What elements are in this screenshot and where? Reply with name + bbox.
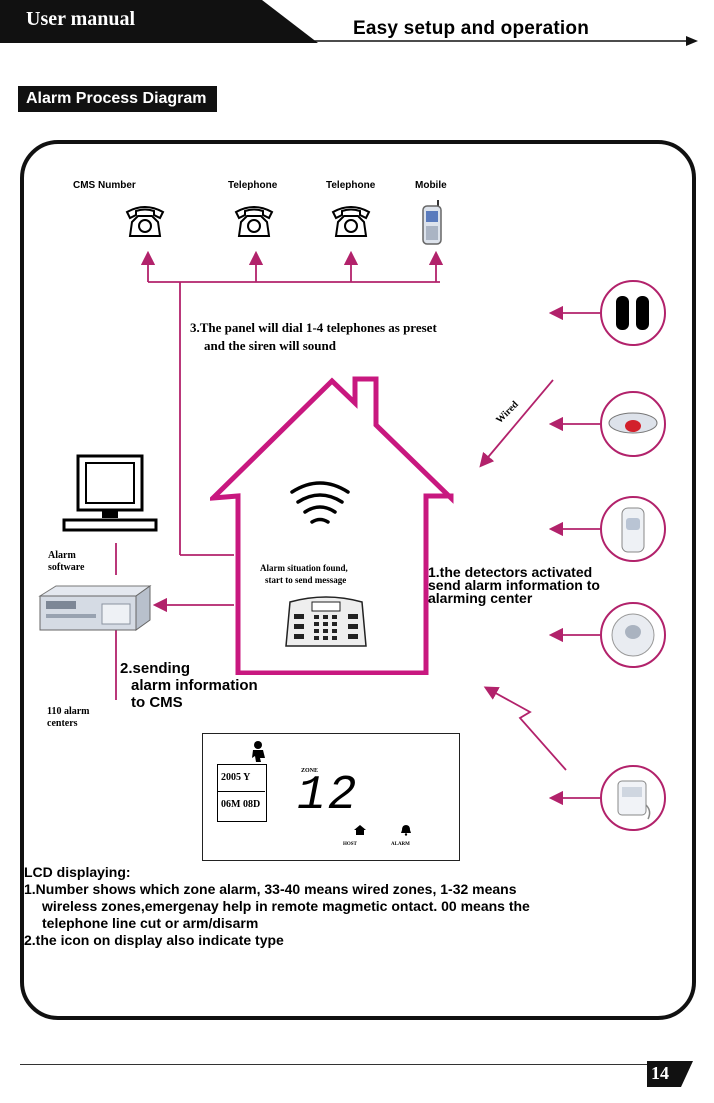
page-number: 14: [651, 1063, 669, 1083]
alarm-bell-icon: [401, 825, 411, 836]
lcd-note1-line1: 1.Number shows which zone alarm, 33-40 m…: [24, 881, 517, 897]
lcd-alarm-label: ALARM: [391, 842, 410, 847]
detector-siren: [600, 391, 666, 457]
telephone-icon: [125, 206, 165, 237]
alarm-software-line2: software: [48, 562, 85, 573]
dest-label-cms: CMS Number: [73, 180, 136, 191]
lcd-notes-heading: LCD displaying:: [24, 864, 131, 880]
manual-label: User manual: [26, 8, 136, 30]
header-arrow-line: [300, 36, 698, 46]
intruder-icon: [252, 741, 265, 762]
diagram-frame: [20, 140, 696, 1020]
dest-label-telephone-2: Telephone: [326, 180, 376, 191]
lcd-date: 06M 08D: [221, 799, 261, 810]
telephone-icon: [234, 206, 274, 237]
step1-text: 1.the detectors activated send alarm inf…: [428, 564, 600, 606]
alarm-center-line1: 110 alarm: [47, 706, 90, 717]
page-number-tab: [647, 1061, 693, 1087]
section-title: Alarm Process Diagram: [18, 86, 217, 112]
step1-line2: send alarm information to: [428, 577, 600, 593]
step3-line2: and the siren will sound: [204, 338, 336, 353]
mobile-phone-icon: [422, 200, 442, 245]
detector-pir: [600, 496, 666, 562]
lcd-note1-line2: wireless zones,emergenay help in remote …: [42, 898, 530, 914]
footer-divider: [20, 1064, 688, 1065]
step2-text: 2.sending alarm information to CMS: [120, 660, 258, 711]
lcd-display: 2005 Y 06M 08D ZONE 12 HOST ALARM: [202, 733, 460, 861]
lcd-host-label: HOST: [343, 842, 357, 847]
lcd-year: 2005 Y: [221, 772, 251, 783]
house-caption-line1: Alarm situation found,: [260, 563, 348, 573]
detector-beam: [600, 280, 666, 346]
dest-label-mobile: Mobile: [415, 180, 447, 191]
step2-line3: to CMS: [131, 694, 183, 711]
header-tab: [0, 0, 318, 43]
computer-icon: [62, 454, 158, 532]
control-panel-icon: [285, 596, 367, 647]
siren-strobe-icon: [608, 412, 658, 434]
smoke-detector-icon: [611, 613, 655, 657]
step2-line2: alarm information: [131, 677, 258, 694]
step3-line1: 3.The panel will dial 1-4 telephones as …: [190, 320, 437, 335]
header-tagline: Easy setup and operation: [353, 18, 590, 39]
house-caption-line2: start to send message: [265, 575, 347, 585]
house-outline: [210, 376, 454, 675]
lcd-note1-line3: telephone line cut or arm/disarm: [42, 915, 259, 931]
step1-line1: 1.the detectors activated: [428, 564, 593, 580]
detector-smoke: [600, 602, 666, 668]
lcd-notes: LCD displaying: 1.Number shows which zon…: [24, 864, 530, 949]
pir-detector-icon: [621, 507, 645, 553]
alarm-receiver-icon: [38, 585, 152, 631]
lcd-note2: 2.the icon on display also indicate type: [24, 932, 284, 948]
host-icon: [354, 825, 366, 835]
alarm-software-label: Alarm software: [48, 550, 84, 574]
alarm-center-label: 110 alarm centers: [47, 706, 90, 730]
telephone-icon: [331, 206, 371, 237]
step2-line1: 2.sending: [120, 660, 191, 677]
step1-line3: alarming center: [428, 590, 533, 606]
wireless-signal-icon: [290, 481, 350, 524]
lcd-date-box: [217, 764, 267, 822]
lcd-date-divider: [217, 791, 265, 792]
gas-detector-icon: [617, 780, 651, 820]
alarm-software-line1: Alarm: [48, 550, 76, 561]
alarm-center-line2: centers: [47, 718, 78, 729]
dest-label-telephone-1: Telephone: [228, 180, 278, 191]
beam-detector-icon: [616, 296, 649, 330]
lcd-zone-label: ZONE: [301, 768, 319, 774]
detector-gas: [600, 765, 666, 831]
lcd-zone-number: 12: [297, 769, 359, 823]
